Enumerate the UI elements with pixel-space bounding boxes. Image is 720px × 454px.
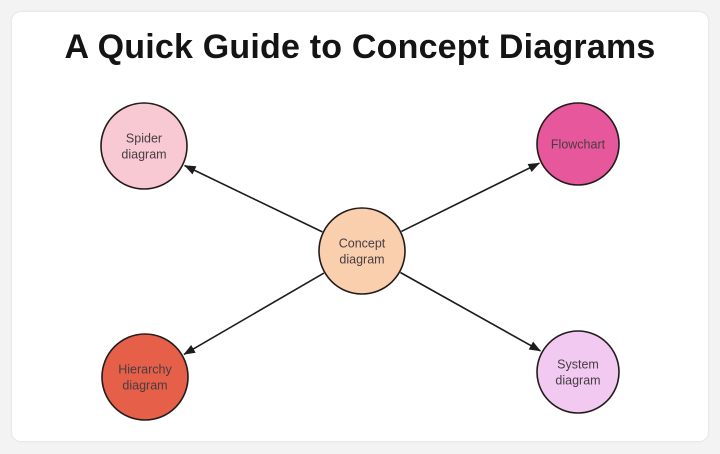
edge-concept-flowchart (401, 162, 540, 233)
page-title: A Quick Guide to Concept Diagrams (64, 28, 656, 66)
node-circle-flowchart (536, 102, 620, 186)
node-flowchart: Flowchart (536, 102, 620, 186)
node-circle-hierarchy (101, 333, 189, 421)
node-label-flowchart: Flowchart (551, 138, 606, 152)
edge-concept-hierarchy (183, 272, 325, 356)
node-circle-spider (100, 102, 188, 190)
edge-concept-spider (184, 164, 323, 233)
node-circle-concept (318, 207, 406, 295)
node-circle-system (536, 330, 620, 414)
edges-layer (183, 162, 541, 356)
edge-concept-system (399, 271, 541, 352)
